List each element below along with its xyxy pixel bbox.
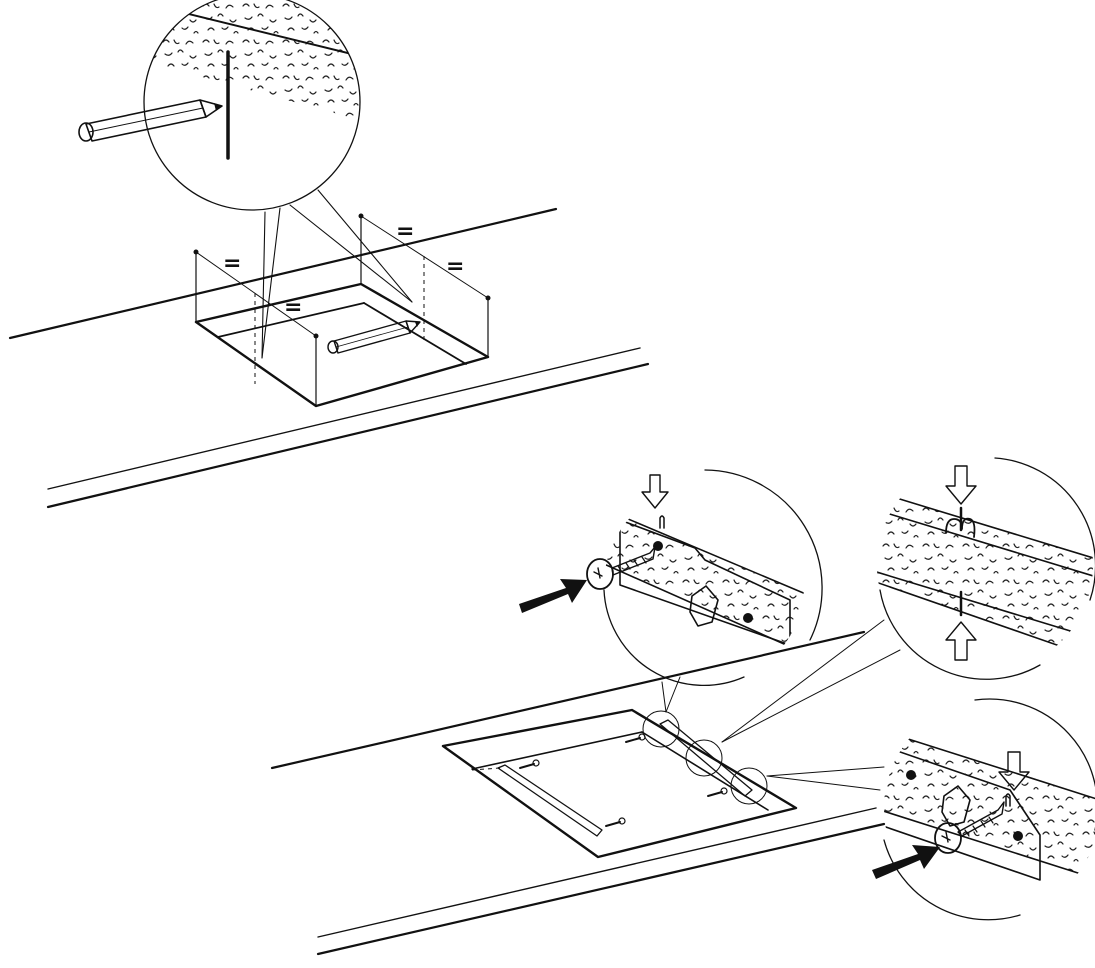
callout-leaders-bottom: [661, 619, 901, 791]
detail-circle-screw-left: [603, 469, 823, 687]
dimension-lines: [193, 213, 491, 384]
step-2-brackets: [270, 457, 1095, 956]
screw-icon: [605, 817, 626, 827]
pencil-icon: [327, 320, 421, 354]
step-1-marking: = = = =: [8, 0, 650, 509]
detail-circle-screw-right: [883, 698, 1095, 921]
countertop-top: [8, 207, 650, 509]
outline-arrow-icon: [945, 621, 977, 661]
cutout-with-brackets: [441, 708, 798, 859]
equal-mark-top: =: [396, 219, 414, 244]
detail-circle-marking: [143, 0, 361, 211]
equal-mark-left: =: [223, 251, 241, 276]
cutout-opening: [194, 215, 490, 408]
screw-icon: [707, 787, 728, 797]
solid-arrow-icon: [872, 845, 940, 879]
pencil-icon: [78, 99, 223, 142]
equal-mark-right: =: [446, 254, 464, 279]
equal-mark-center: =: [284, 295, 302, 320]
detail-circle-alignment: [877, 457, 1095, 680]
countertop-bottom: [270, 630, 886, 956]
outline-arrow-icon: [641, 474, 669, 509]
screw-icon: [934, 801, 1005, 854]
solid-arrow-icon: [519, 579, 587, 613]
screw-icon: [519, 759, 540, 769]
outline-arrow-icon: [945, 465, 977, 505]
outline-arrow-icon: [998, 751, 1030, 791]
callout-leaders-top: [261, 189, 413, 359]
screw-icon: [586, 546, 656, 590]
